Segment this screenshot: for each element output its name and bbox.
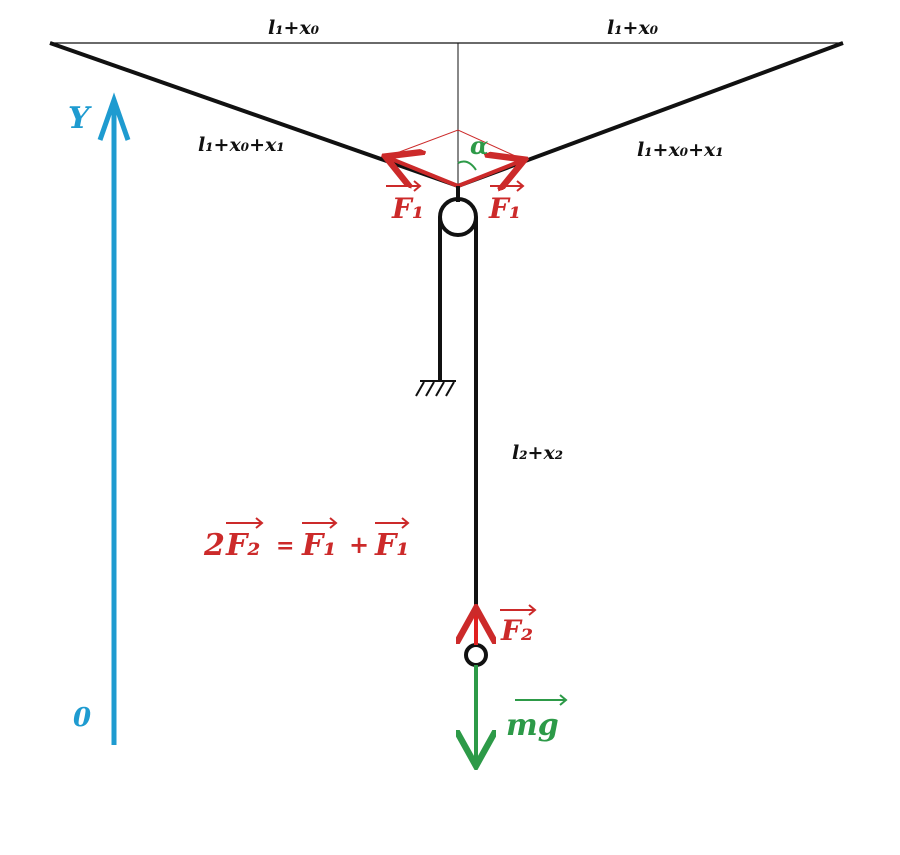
label-top-right: l₁+x₀ [607, 17, 659, 39]
equation-term-2: F₁ [374, 528, 409, 563]
label-f2: F₂ [500, 614, 533, 647]
equation-equals: = [276, 533, 294, 559]
label-axis-origin: 0 [73, 703, 91, 733]
label-axis-y: Y [68, 101, 92, 136]
label-rope-left: l₁+x₀+x₁ [198, 134, 285, 156]
equation-plus: + [349, 530, 369, 559]
label-f1-left: F₁ [391, 192, 424, 225]
label-vertical-rope: l₂+x₂ [512, 442, 563, 464]
load-mass [464, 643, 488, 667]
equation-lhs: F₂ [225, 528, 260, 563]
angle-arc [457, 160, 477, 171]
force-parallelogram [385, 129, 525, 161]
equation-coefficient: 2 [203, 528, 225, 563]
label-top-left: l₁+x₀ [268, 17, 320, 39]
vector-bars [226, 180, 568, 706]
f1-right-arrow [457, 161, 521, 186]
pulley-wheel [438, 197, 478, 237]
label-angle: α [470, 131, 488, 160]
label-mg: mg [506, 708, 559, 743]
label-rope-right: l₁+x₀+x₁ [637, 139, 724, 161]
f1-left-arrow [389, 158, 459, 186]
label-f1-right: F₁ [488, 192, 521, 225]
y-axis-arrowhead [97, 92, 131, 141]
equation-term-1: F₁ [301, 528, 336, 563]
ground-hatch [415, 381, 455, 397]
